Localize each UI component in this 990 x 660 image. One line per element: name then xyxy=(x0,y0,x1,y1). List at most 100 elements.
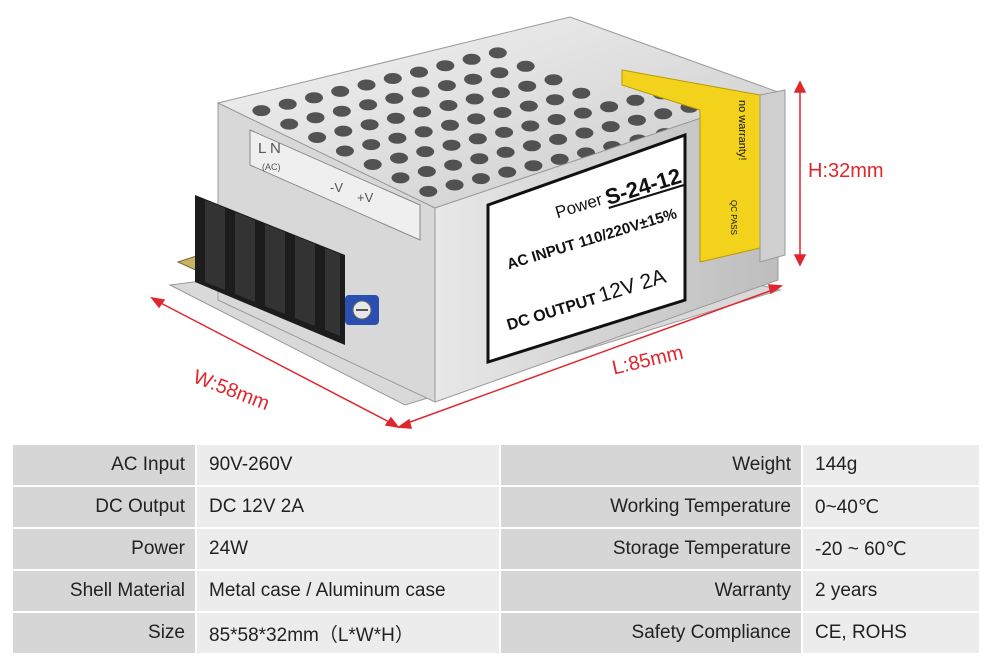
vent-hole xyxy=(306,112,325,124)
vent-hole xyxy=(391,172,410,184)
vent-hole xyxy=(359,99,378,111)
vent-hole xyxy=(524,160,543,172)
vent-hole xyxy=(332,105,351,117)
spec-label: Shell Material xyxy=(13,571,197,611)
vent-hole xyxy=(357,79,376,91)
potentiometer xyxy=(345,295,379,325)
vent-hole xyxy=(626,94,645,106)
spec-label: Warranty xyxy=(501,571,803,611)
spec-value: 2 years xyxy=(803,571,979,611)
vent-hole xyxy=(280,118,299,130)
spec-value: CE, ROHS xyxy=(803,613,979,653)
spec-label: DC Output xyxy=(13,487,197,527)
vent-hole xyxy=(417,166,436,177)
qc-sticker-text: QC PASS xyxy=(729,200,738,235)
spec-label: Weight xyxy=(501,445,803,485)
vent-hole xyxy=(546,94,564,106)
vent-hole xyxy=(490,67,509,79)
vent-hole xyxy=(627,114,646,126)
vent-hole xyxy=(363,159,382,170)
vent-hole xyxy=(436,60,455,72)
vent-hole xyxy=(416,146,435,158)
vent-hole xyxy=(467,113,486,125)
vent-hole xyxy=(521,120,540,132)
vent-hole xyxy=(385,92,404,104)
vent-hole xyxy=(390,152,408,164)
product-photo: Power S-24-12 AC INPUT 110/220V±15% DC O… xyxy=(150,16,884,429)
terminal-v-minus-label: -V xyxy=(330,180,343,195)
vent-hole xyxy=(331,85,350,97)
terminal-legend-strip xyxy=(249,129,421,241)
terminal-fins xyxy=(205,200,340,336)
vent-hole xyxy=(445,179,464,191)
spec-value: Metal case / Aluminum case xyxy=(197,571,499,611)
vent-hole xyxy=(308,132,327,143)
vent-hole xyxy=(600,101,619,113)
power-supply-illustration xyxy=(150,16,807,429)
spec-value: 0~40℃ xyxy=(803,487,979,527)
vent-hole xyxy=(278,98,297,110)
vent-hole xyxy=(334,125,353,137)
vent-hole xyxy=(252,105,271,117)
vent-hole xyxy=(495,126,514,138)
vent-hole xyxy=(493,107,512,118)
dimension-lines xyxy=(150,80,807,429)
vent-hole xyxy=(544,74,563,86)
vent-hole xyxy=(468,133,487,145)
vent-hole xyxy=(575,127,594,139)
vent-hole xyxy=(388,132,407,144)
vent-hole xyxy=(547,114,566,125)
vent-hole xyxy=(522,140,541,152)
vent-hole xyxy=(498,166,517,178)
vent-hole xyxy=(654,108,673,120)
spec-label-panel xyxy=(486,132,687,365)
vent-hole xyxy=(444,159,463,171)
spec-label: Storage Temperature xyxy=(501,529,803,569)
vent-hole xyxy=(441,119,459,131)
spec-value: -20 ~ 60℃ xyxy=(803,529,979,569)
vent-hole xyxy=(601,121,620,133)
terminal-ac-label: (AC) xyxy=(262,162,281,172)
vent-hole xyxy=(419,185,438,197)
vent-hole xyxy=(305,92,323,104)
vent-hole xyxy=(519,100,538,112)
mounting-tab xyxy=(759,89,786,263)
vent-hole xyxy=(516,60,535,72)
vent-hole xyxy=(383,73,402,84)
spec-label: Safety Compliance xyxy=(501,613,803,653)
spec-value: 90V-260V xyxy=(197,445,499,485)
spec-row: Storage Temperature-20 ~ 60℃ xyxy=(501,529,979,569)
spec-label: Size xyxy=(13,613,197,653)
spec-value: 144g xyxy=(803,445,979,485)
vent-hole xyxy=(386,112,405,124)
spec-value: 24W xyxy=(197,529,499,569)
spec-value: 85*58*32mm（L*W*H） xyxy=(197,613,499,653)
terminal-v-plus-label: +V xyxy=(357,190,374,205)
height-dimension: H:32mm xyxy=(808,160,884,182)
vent-hole xyxy=(437,80,456,92)
vent-hole xyxy=(491,87,510,99)
vent-hole xyxy=(572,87,591,99)
vent-hole xyxy=(573,107,592,119)
vent-hole xyxy=(439,100,458,111)
vent-hole xyxy=(488,47,507,59)
vent-hole xyxy=(442,139,461,151)
vent-hole xyxy=(550,153,569,165)
spec-value: DC 12V 2A xyxy=(197,487,499,527)
vent-hole xyxy=(496,146,515,158)
vent-hole xyxy=(471,173,490,185)
vent-hole xyxy=(470,153,489,165)
vent-hole xyxy=(410,66,428,78)
vent-hole xyxy=(411,86,430,98)
vent-hole xyxy=(549,133,568,145)
